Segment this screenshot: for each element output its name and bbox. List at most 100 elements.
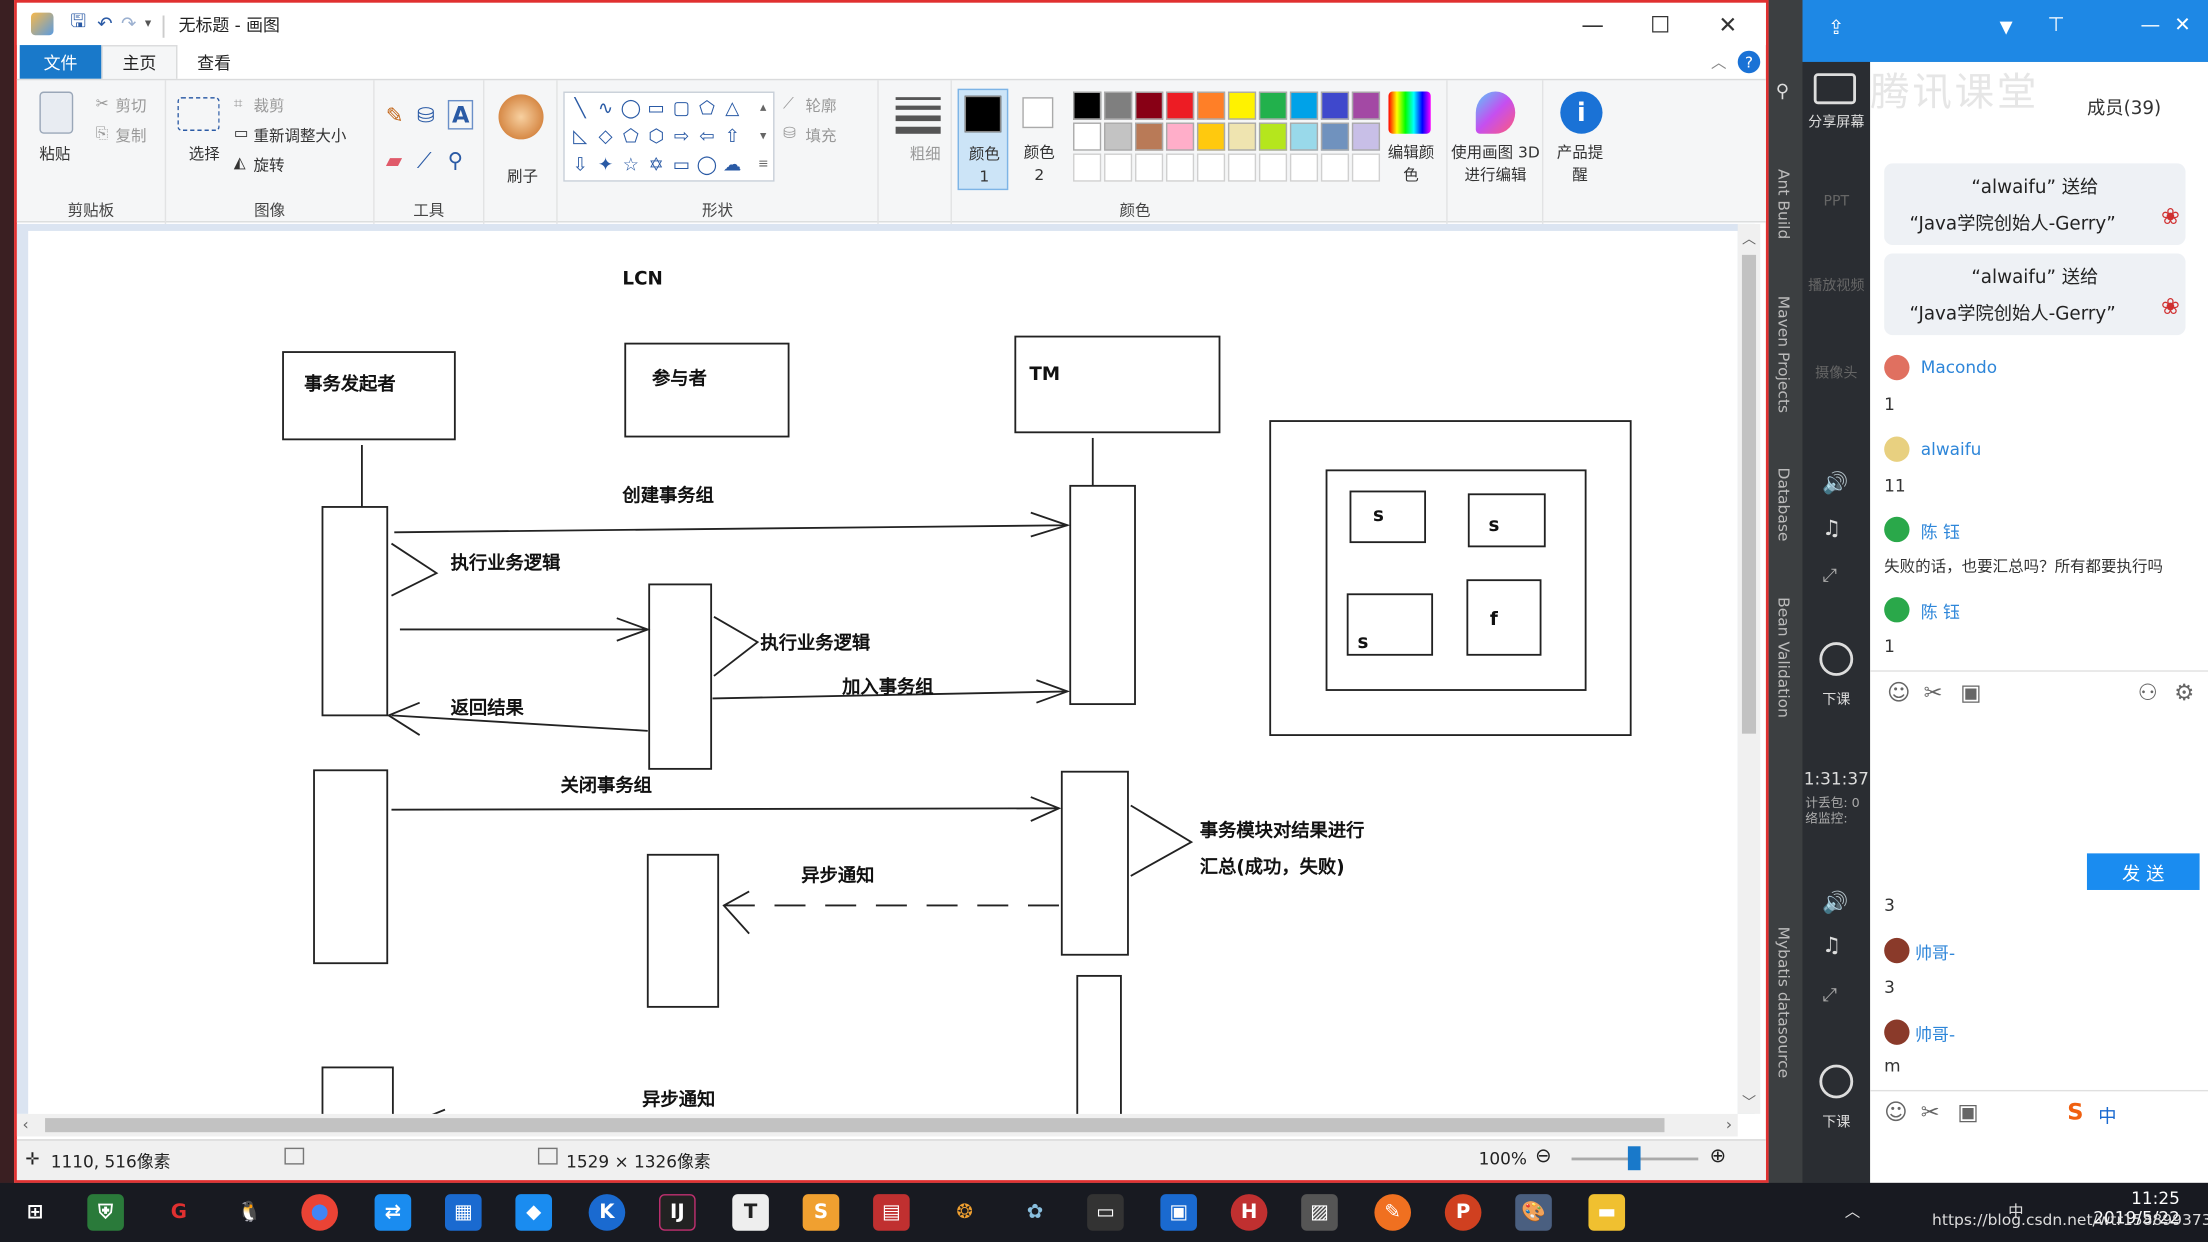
fill-bucket-icon[interactable]: ⛁ [416, 102, 435, 129]
terminal-icon[interactable]: ▭ [1087, 1194, 1124, 1231]
polygon-shape-icon[interactable]: ⬠ [698, 97, 715, 119]
avatar[interactable] [1884, 597, 1910, 623]
color-picker-icon[interactable]: ⟋ [416, 147, 432, 174]
color-swatch[interactable] [1196, 91, 1226, 120]
flower-app-icon[interactable]: ✿ [1026, 1201, 1044, 1224]
dropdown-icon[interactable]: ▼ [1999, 16, 2013, 37]
ide-tab-maven-projects[interactable]: Maven Projects [1774, 295, 1793, 414]
scroll-up-icon[interactable]: ︿ [1741, 232, 1757, 248]
music-icon-2[interactable]: ♫ [1822, 932, 1842, 958]
custom-color-slot[interactable] [1104, 153, 1133, 182]
rotate-icon[interactable]: ◭ [233, 153, 246, 172]
file-explorer-icon[interactable]: ▬ [1588, 1194, 1626, 1231]
copy-icon[interactable]: ⎘ [95, 123, 109, 143]
color-swatch[interactable] [1073, 91, 1102, 120]
help-icon[interactable]: ? [1737, 50, 1761, 74]
minimize-button[interactable]: — [1581, 10, 1604, 38]
share-screen-icon[interactable] [1813, 73, 1857, 105]
h-app-icon[interactable]: H [1230, 1194, 1268, 1231]
ide-tab-database[interactable]: Database [1774, 467, 1793, 542]
custom-color-slot[interactable] [1351, 153, 1381, 182]
collapse-ribbon-icon[interactable]: ︿ [1710, 53, 1727, 72]
shapes-gallery[interactable]: ╲ ∿ ◯ ▭ ▢ ⬠ △ ◺ ◇ ⬠ ⬡ ⇨ ⇦ ⇧ ⇩ ✦ ☆ [563, 91, 775, 182]
color-swatch[interactable] [1320, 122, 1350, 151]
diamond-shape-icon[interactable]: ◇ [598, 126, 613, 148]
four-star-shape-icon[interactable]: ✦ [597, 154, 614, 176]
curve-shape-icon[interactable]: ∿ [597, 97, 614, 119]
callout-cloud-shape-icon[interactable]: ☁ [723, 154, 742, 176]
colorful-app-icon[interactable]: ❂ [956, 1201, 973, 1224]
scissors-icon[interactable]: ✂ [95, 94, 109, 113]
intellij-icon[interactable]: IJ [659, 1194, 696, 1231]
color-swatch[interactable] [1104, 122, 1133, 151]
end-class-icon[interactable] [1819, 642, 1854, 676]
color-swatch[interactable] [1320, 91, 1350, 120]
search-icon[interactable]: ⚲ [1775, 81, 1790, 103]
typora-icon[interactable]: T [732, 1194, 769, 1231]
redis-icon[interactable]: ▤ [873, 1194, 910, 1231]
paste-button[interactable]: 粘贴 [39, 145, 71, 164]
window-app-icon[interactable]: ▣ [1160, 1194, 1197, 1231]
feather-app-icon[interactable]: ✎ [1374, 1194, 1412, 1231]
line-size-icon[interactable] [895, 94, 941, 134]
qq-icon[interactable]: 🐧 [236, 1201, 262, 1224]
paint-taskbar-icon[interactable]: 🎨 [1515, 1194, 1552, 1231]
tx-minimize-icon[interactable]: — [2140, 14, 2161, 37]
color-swatch[interactable] [1165, 91, 1195, 120]
resize-button[interactable]: 重新调整大小 [253, 126, 347, 146]
select-icon[interactable] [177, 97, 220, 131]
vertical-scroll-thumb[interactable] [1741, 254, 1757, 734]
eraser-icon[interactable]: ▰ [385, 147, 403, 174]
info-icon[interactable]: i [1560, 91, 1603, 134]
product-alert-button[interactable]: 产品提醒 [1556, 143, 1604, 185]
end-class-icon-2[interactable] [1819, 1064, 1854, 1099]
avatar[interactable] [1884, 1019, 1910, 1045]
custom-color-slot[interactable] [1073, 153, 1102, 182]
text-tool-icon[interactable]: A [447, 99, 474, 130]
horizontal-scroll-thumb[interactable] [45, 1118, 1665, 1133]
tray-ime-label[interactable]: 中 [2008, 1202, 2024, 1221]
paint3d-button[interactable]: 使用画图 3D 进行编辑 [1451, 143, 1540, 185]
end-class-label[interactable]: 下课 [1822, 692, 1851, 709]
chat-username[interactable]: 陈 钰 [1920, 602, 1960, 623]
chat-username[interactable]: 帅哥- [1915, 1025, 1956, 1045]
avatar[interactable] [1884, 436, 1910, 462]
brushes-button[interactable]: 刷子 [506, 167, 538, 186]
custom-color-slot[interactable] [1196, 153, 1226, 182]
color-swatch[interactable] [1196, 122, 1226, 151]
ide-tab-ant-build[interactable]: Ant Build [1774, 168, 1793, 240]
triangle-shape-icon[interactable]: △ [725, 97, 740, 119]
fill-icon[interactable]: ⛁ [782, 123, 796, 143]
callout-rect-shape-icon[interactable]: ▭ [672, 154, 691, 176]
right-arrow-shape-icon[interactable]: ⇨ [673, 126, 690, 148]
chat-username[interactable]: 帅哥- [1915, 943, 1956, 964]
members-tab[interactable]: 成员(39) [2086, 98, 2162, 120]
color-swatch[interactable] [1351, 91, 1381, 120]
color-swatch[interactable] [1258, 91, 1288, 120]
rectangle-shape-icon[interactable]: ▭ [647, 97, 665, 119]
powerpoint-icon[interactable]: P [1444, 1194, 1482, 1231]
callout-oval-shape-icon[interactable]: ◯ [696, 154, 718, 176]
custom-color-slot[interactable] [1135, 153, 1164, 182]
color-swatch[interactable] [1073, 122, 1102, 151]
redo-icon[interactable]: ↷ [121, 13, 137, 35]
color-swatch[interactable] [1165, 122, 1195, 151]
six-star-shape-icon[interactable]: ✡ [648, 154, 664, 176]
outline-icon[interactable]: ⟋ [782, 94, 794, 113]
custom-color-slot[interactable] [1258, 153, 1288, 182]
undo-icon[interactable]: ↶ [97, 13, 113, 35]
paste-icon[interactable] [39, 91, 74, 134]
ime-mode[interactable]: 中 [2098, 1106, 2117, 1128]
pencil-icon[interactable]: ✎ [385, 102, 404, 129]
resize-icon[interactable]: ▭ [233, 123, 249, 143]
save-icon[interactable]: 🖫 [70, 11, 87, 33]
size-button[interactable]: 粗细 [909, 145, 941, 164]
photo-app-icon[interactable]: ▨ [1301, 1194, 1338, 1231]
share-icon[interactable]: ⇪ [1827, 16, 1845, 40]
color-swatch[interactable] [1258, 122, 1288, 151]
tab-view[interactable]: 查看 [197, 52, 231, 73]
crop-button[interactable]: 裁剪 [253, 97, 285, 116]
scroll-left-icon[interactable]: ‹ [22, 1115, 29, 1134]
oval-shape-icon[interactable]: ◯ [620, 97, 642, 119]
pentagon-shape-icon[interactable]: ⬠ [622, 126, 639, 148]
